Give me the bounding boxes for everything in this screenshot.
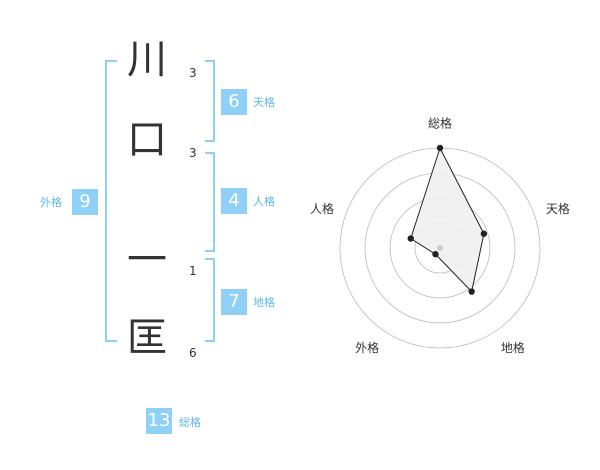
radar-point <box>468 288 475 295</box>
radar-center <box>437 245 443 251</box>
radar-axis-label: 地格 <box>501 340 525 355</box>
gaikaku-value: 9 <box>72 189 98 215</box>
tenkaku-label: 天格 <box>253 96 275 109</box>
radar-series-line <box>410 146 485 293</box>
char-2-strokes: 3 <box>189 146 197 160</box>
char-2: 口 <box>127 117 167 163</box>
char-3: 一 <box>127 237 167 283</box>
chikaku-value: 7 <box>221 289 247 315</box>
radar-axis-label: 外格 <box>355 340 379 355</box>
gaikaku-bracket <box>105 60 117 342</box>
jinkaku-bracket <box>205 152 215 252</box>
radar-point <box>480 230 488 237</box>
jinkaku-label: 人格 <box>253 195 275 208</box>
radar-axis-label: 天格 <box>546 201 570 216</box>
chikaku-label: 地格 <box>253 296 275 309</box>
jinkaku-value: 4 <box>221 188 247 214</box>
char-1: 川 <box>127 37 167 83</box>
char-3-strokes: 1 <box>189 264 197 278</box>
char-4: 匡 <box>127 315 167 361</box>
char-4-strokes: 6 <box>189 346 197 360</box>
radar-point <box>432 251 439 258</box>
radar-point <box>407 235 414 242</box>
radar-point <box>436 144 444 152</box>
chikaku-bracket <box>205 258 215 342</box>
radar-axis-label: 人格 <box>310 201 334 216</box>
soukaku-label: 総格 <box>179 416 201 429</box>
soukaku-value: 13 <box>146 408 172 434</box>
char-1-strokes: 3 <box>189 66 197 80</box>
radar-axis-label: 総格 <box>428 116 452 131</box>
tenkaku-value: 6 <box>221 89 247 115</box>
radar-area <box>410 148 484 292</box>
gaikaku-label: 外格 <box>40 196 62 209</box>
tenkaku-bracket <box>205 60 215 142</box>
